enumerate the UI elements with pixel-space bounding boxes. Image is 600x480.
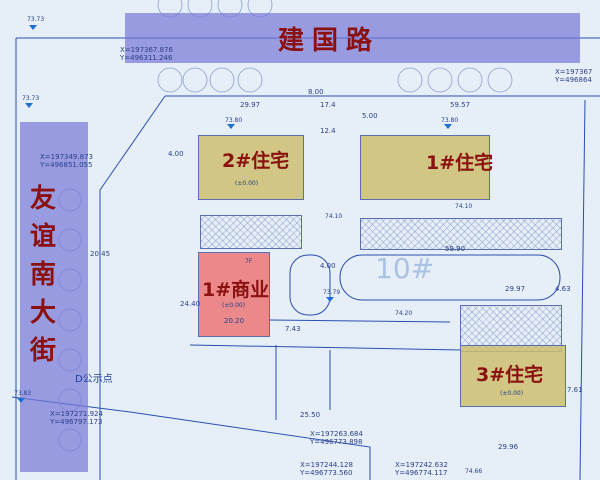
elevation-text: 73.79 <box>323 289 341 296</box>
coord-y: Y=496773.898 <box>310 438 363 446</box>
dimension-text: 17.4 <box>320 101 336 109</box>
elevation-text: 74.66 <box>465 468 483 475</box>
dimension-text: 25.50 <box>300 411 321 419</box>
dimension-text: 20.45 <box>90 250 111 258</box>
coord-x: X=197367 <box>555 68 593 76</box>
landscape-area <box>200 215 302 249</box>
road-label-north: 建国路 <box>278 26 381 56</box>
elevation-text: (±0.00) <box>222 302 246 309</box>
coord-x: X=197367.876 <box>120 46 173 54</box>
dimension-text: 5.00 <box>362 112 378 120</box>
road-char: 友 <box>30 184 57 214</box>
dimension-text: 29.96 <box>498 443 519 451</box>
elevation-marker-icon <box>227 124 235 129</box>
dimension-text: 8.00 <box>308 88 324 96</box>
dimension-text: 4.00 <box>168 150 184 158</box>
elevation-marker-icon <box>25 103 33 108</box>
elevation-text: 74.10 <box>325 213 343 220</box>
coord-x: X=197349.873 <box>40 153 93 161</box>
dimension-text: 4.00 <box>320 262 336 270</box>
dimension-text: 12.4 <box>320 127 336 135</box>
building-residential-3[interactable] <box>460 345 566 407</box>
elevation-text: 74.20 <box>395 310 413 317</box>
building-label-10: 10# <box>375 252 435 285</box>
building-label-residential-3: 3#住宅 <box>476 364 544 386</box>
coord-x: X=197244.128 <box>300 461 353 469</box>
building-label-residential-1: 1#住宅 <box>426 152 494 174</box>
floors-text: 7F <box>245 258 253 265</box>
elevation-text: 73.83 <box>14 390 32 397</box>
building-label-commercial-1: 1#商业 <box>202 279 270 301</box>
dimension-text: 29.97 <box>505 285 526 293</box>
elevation-marker-icon <box>17 398 25 403</box>
dimension-text: 7.43 <box>285 325 301 333</box>
building-residential-2[interactable] <box>198 135 304 200</box>
road-char: 大 <box>30 298 57 328</box>
elevation-text: 73.73 <box>27 16 45 23</box>
landscape-area <box>460 305 562 352</box>
road-west <box>20 122 88 472</box>
elevation-text: 74.10 <box>455 203 473 210</box>
road-north <box>125 13 580 63</box>
coord-y: Y=496851.055 <box>40 161 93 169</box>
road-char: 街 <box>30 336 57 366</box>
coord-y: Y=496864 <box>555 76 592 84</box>
coord-y: Y=496797.173 <box>50 418 103 426</box>
building-label-residential-2: 2#住宅 <box>222 150 290 172</box>
elevation-marker-icon <box>444 124 452 129</box>
elevation-marker-icon <box>326 297 334 302</box>
elevation-marker-icon <box>29 25 37 30</box>
coord-x: X=197242.632 <box>395 461 448 469</box>
elevation-text: (±0.00) <box>500 390 524 397</box>
dimension-text: 7.61 <box>567 386 583 394</box>
coord-y: Y=496311.246 <box>120 54 173 62</box>
coord-x: X=197271.924 <box>50 410 103 418</box>
public-point-label: D公示点 <box>75 374 113 385</box>
coord-y: Y=496774.117 <box>395 469 448 477</box>
elevation-text: 73.80 <box>441 117 459 124</box>
road-char: 谊 <box>30 222 57 252</box>
dimension-text: 29.97 <box>240 101 261 109</box>
dimension-text: 24.40 <box>180 300 201 308</box>
width-text: 20.20 <box>224 317 245 325</box>
dimension-text: 59.90 <box>445 245 466 253</box>
building-residential-1[interactable] <box>360 135 490 200</box>
dimension-text: 4.63 <box>555 285 571 293</box>
road-label-west: 友 谊 南 大 街 <box>30 180 56 370</box>
elevation-text: (±0.00) <box>235 180 259 187</box>
elevation-text: 73.80 <box>225 117 243 124</box>
dimension-text: 59.57 <box>450 101 471 109</box>
landscape-area <box>360 218 562 250</box>
coord-y: Y=496773.560 <box>300 469 353 477</box>
elevation-text: 73.73 <box>22 95 40 102</box>
building-commercial-1[interactable] <box>198 252 270 337</box>
road-char: 南 <box>30 260 57 290</box>
coord-x: X=197263.684 <box>310 430 363 438</box>
